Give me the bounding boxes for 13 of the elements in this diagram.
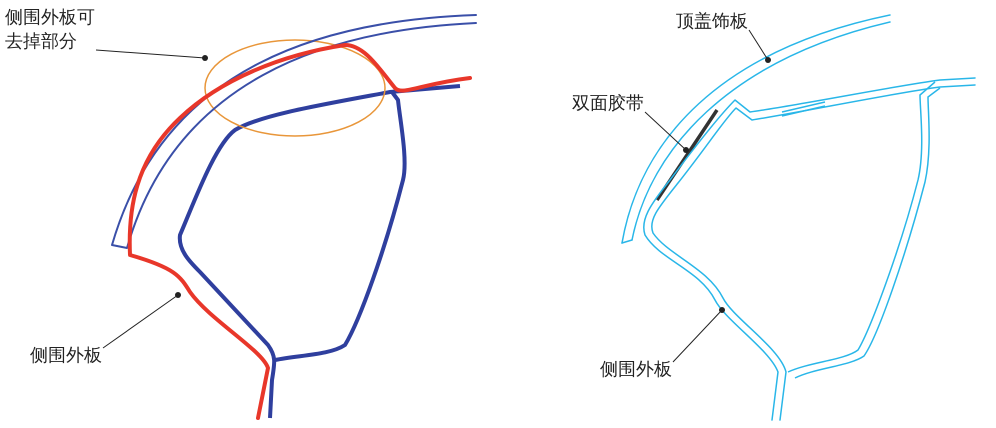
part-label: 侧围外板: [600, 358, 674, 382]
part-label: 侧围外板可去掉部分: [5, 6, 97, 54]
tape-strip: [656, 109, 718, 201]
panel-outline: [111, 14, 477, 249]
part-label: 侧围外板: [30, 344, 104, 368]
panel-outline: [128, 43, 472, 420]
part-label: 顶盖饰板: [676, 10, 750, 34]
leader-line: [748, 30, 771, 63]
part-label: 双面胶带: [572, 92, 646, 116]
leader-line: [102, 292, 181, 348]
leader-line: [96, 50, 208, 61]
leader-line: [644, 112, 689, 153]
leader-line: [672, 307, 725, 362]
